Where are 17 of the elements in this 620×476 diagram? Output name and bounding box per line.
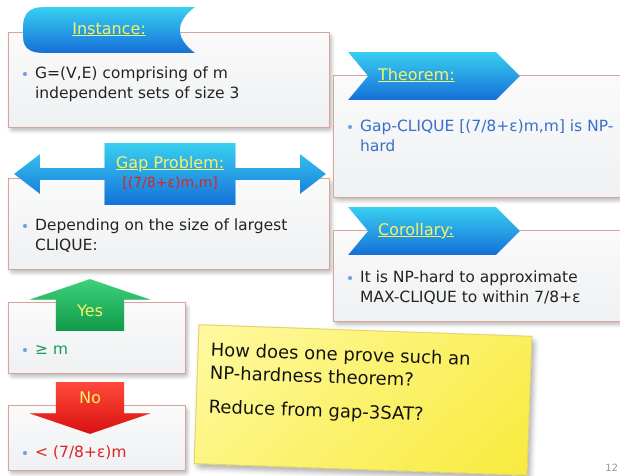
heading-subtitle: [(7/8+ε)m,m] [121,175,219,191]
note-text: Reduce from gap-3SAT? [208,396,425,428]
bullet-text: Depending on the size of largest CLIQUE: [35,215,288,256]
heading: Theorem: [378,65,456,84]
bullet-text: G=(V,E) comprising of m independent sets of size 3 [35,63,240,104]
page-number: 12 [605,463,618,474]
bullet-text: ≥ m [35,339,70,360]
bullet-text: It is NP-hard to approximate MAX-CLIQUE to within 7/8+ε [360,267,582,308]
heading: Corollary: [378,220,455,239]
heading: No [78,388,102,408]
bullet-text: < (7/8+ε)m [35,442,128,462]
bullet-text: Gap-CLIQUE [(7/8+ε)m,m] is NP-hard [360,116,614,156]
note-text: How does one prove such an NP-hardness theorem? [209,340,472,392]
heading: Yes [76,300,104,320]
heading: Instance: [71,19,147,38]
heading: Gap Problem: [114,153,226,172]
sticky-note [194,324,532,476]
